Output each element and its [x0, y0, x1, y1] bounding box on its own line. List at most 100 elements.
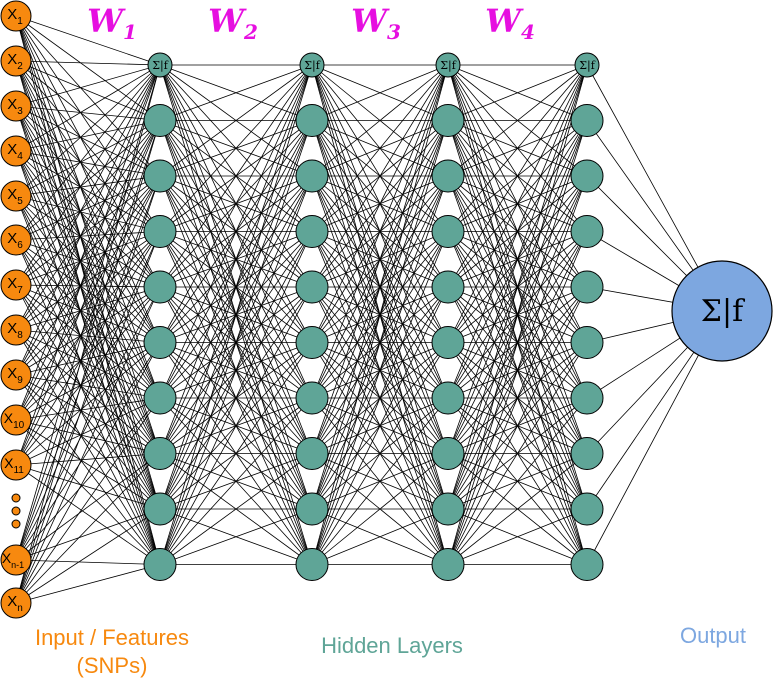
hidden-node: Σ|f: [435, 52, 461, 78]
connection-edge: [311, 286, 449, 565]
connection-edge: [311, 64, 449, 177]
connection-edge: [311, 64, 449, 121]
input-node-xn: Xn: [0, 587, 32, 619]
connection-edge: [15, 105, 161, 121]
connection-edge: [311, 508, 449, 565]
connection-edge: [15, 342, 161, 604]
connection-edge: [447, 64, 588, 121]
connection-edge: [447, 397, 588, 565]
connection-edge: [159, 64, 313, 510]
connection-edge: [15, 105, 161, 343]
connection-edge: [159, 453, 313, 565]
connection-edges: [15, 15, 723, 604]
connection-edge: [15, 453, 161, 604]
output-caption: Output: [654, 622, 772, 650]
ellipsis-dot: [11, 519, 21, 529]
connection-edge: [15, 150, 161, 177]
connection-edge: [159, 64, 313, 565]
hidden-node: [295, 326, 329, 359]
connection-edge: [159, 508, 313, 565]
hidden-node: [431, 326, 465, 359]
connection-edge: [15, 508, 161, 561]
input-node-x4: X4: [0, 135, 32, 167]
connection-edge: [15, 60, 161, 399]
hidden-node: [295, 215, 329, 248]
hidden-node: [570, 437, 604, 470]
connection-edge: [15, 231, 161, 561]
connection-edge: [15, 239, 161, 510]
connection-edge: [447, 120, 588, 565]
connection-edge: [15, 120, 161, 152]
connection-edge: [159, 64, 313, 454]
hidden-node: [143, 270, 177, 304]
input-node-x9: X9: [0, 359, 32, 391]
connection-edge: [311, 64, 449, 454]
connection-edge: [15, 342, 161, 466]
hidden-node: [570, 215, 604, 248]
hidden-caption: Hidden Layers: [286, 632, 498, 660]
connection-edge: [311, 64, 449, 510]
hidden-node: [570, 381, 604, 415]
connection-edge: [15, 175, 161, 604]
connection-edge: [311, 64, 449, 399]
connection-edge: [159, 175, 313, 565]
connection-edge: [15, 508, 161, 604]
hidden-layer-3: Σ|f: [431, 52, 465, 581]
hidden-node: [143, 548, 177, 581]
hidden-node: [431, 159, 465, 193]
hidden-node: [431, 437, 465, 470]
input-caption-line1: Input / Features: [34, 625, 190, 650]
input-ellipsis-dots: [11, 493, 21, 529]
connection-edge: [15, 60, 161, 288]
hidden-node: [431, 104, 465, 137]
connection-edge: [447, 64, 588, 399]
connection-edge: [447, 453, 588, 565]
connection-edge: [15, 453, 161, 561]
connection-edge: [15, 120, 161, 421]
connection-edge: [15, 464, 161, 565]
connection-edge: [447, 64, 588, 565]
hidden-node: [295, 159, 329, 193]
output-caption-text: Output: [679, 623, 747, 648]
hidden-node: [295, 548, 329, 581]
weight-label-w2: W2: [208, 2, 258, 44]
input-node-x2: X2: [0, 45, 32, 77]
connection-edge: [15, 64, 161, 197]
connection-edge: [311, 64, 449, 343]
connection-edge: [15, 64, 161, 561]
connection-edge: [159, 64, 313, 121]
hidden-caption-text: Hidden Layers: [321, 633, 463, 658]
connection-edge: [15, 15, 161, 232]
connection-edge: [15, 231, 161, 604]
connection-edge: [447, 64, 588, 343]
connection-edge: [447, 508, 588, 565]
connection-edge: [15, 64, 161, 466]
connection-edge: [15, 286, 161, 604]
hidden-node: [570, 548, 604, 581]
connection-edge: [15, 175, 161, 241]
hidden-node: [570, 104, 604, 137]
connection-edge: [15, 175, 161, 561]
input-caption-line2: (SNPs): [76, 653, 148, 678]
connection-edge: [15, 231, 161, 466]
connection-edge: [159, 64, 313, 232]
connection-edge: [159, 64, 313, 288]
connection-edge: [159, 64, 313, 343]
connection-edge: [311, 175, 449, 565]
connection-edge: [15, 150, 161, 454]
hidden-node-label: Σ|f: [152, 59, 168, 73]
connection-edge: [159, 397, 313, 565]
connection-edge: [15, 329, 161, 565]
output-layer: Σ|f: [671, 260, 773, 362]
hidden-node: [295, 104, 329, 137]
input-node-x8: X8: [0, 314, 32, 346]
connection-edge: [447, 175, 588, 565]
connection-edge: [15, 175, 161, 421]
connection-edge: [15, 60, 161, 121]
weight-label-w3: W3: [351, 2, 401, 44]
input-node-x5: X5: [0, 180, 32, 212]
connection-edge: [15, 15, 161, 288]
connection-edge: [311, 64, 449, 288]
connection-edge: [447, 64, 588, 510]
